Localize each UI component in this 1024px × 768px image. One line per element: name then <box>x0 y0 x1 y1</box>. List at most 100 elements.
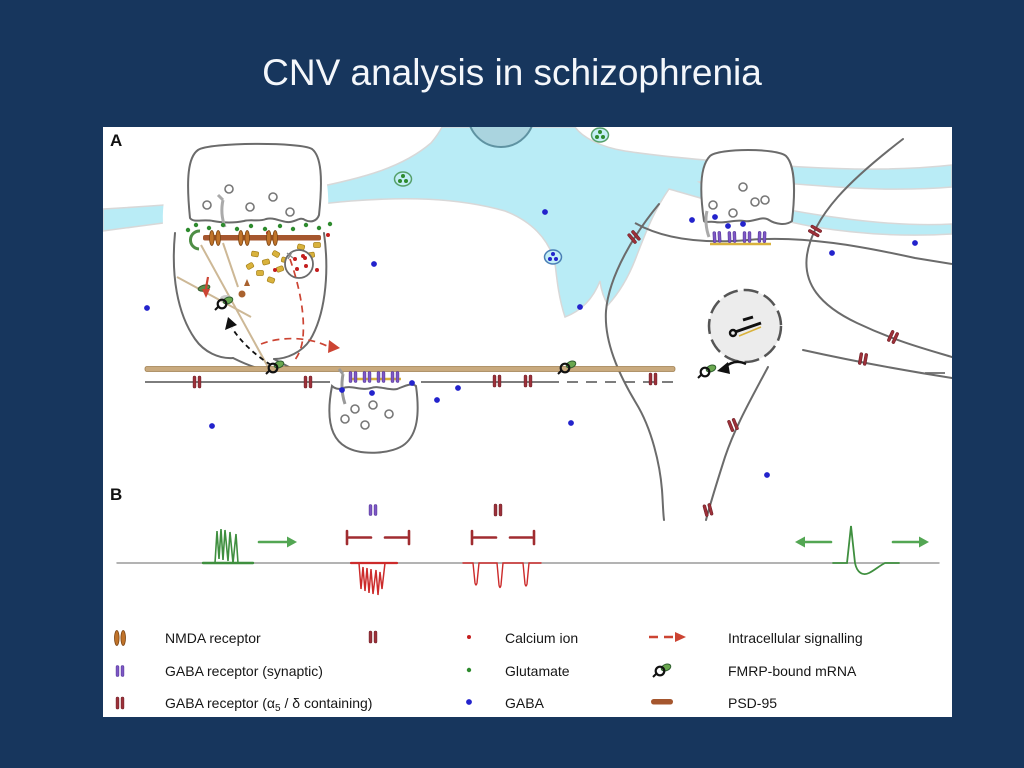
legend-label-psd95: PSD-95 <box>728 695 777 711</box>
mrna-transport-arrowhead <box>225 317 237 330</box>
synaptic-vesicle <box>202 200 212 210</box>
legend-label-gaba-a5d: GABA receptor (α5 / δ containing) <box>165 695 372 714</box>
dendrite-shaft <box>144 366 945 383</box>
gaba-dot <box>209 423 215 429</box>
gaba-dot <box>740 221 746 227</box>
psd-95-icon <box>651 699 673 705</box>
polyribosome-icon <box>734 315 762 334</box>
glutamate-dot <box>234 226 240 232</box>
gaba-dot <box>912 240 918 246</box>
glutamate-dot <box>466 667 472 673</box>
gliotransmitter-cluster-glutamate <box>393 171 413 187</box>
glutamate-dots <box>185 221 472 673</box>
endosome-mark <box>286 251 294 260</box>
psd-95-scaffold <box>203 235 321 241</box>
gaba-receptor-alpha5-delta-icon <box>493 503 503 517</box>
soma-circle <box>707 288 783 364</box>
gaba-receptor-alpha5-delta-icon <box>192 375 202 389</box>
fmrp-bound-mrna-icons <box>214 296 717 678</box>
ipsc-burst-red <box>350 562 398 596</box>
fmrp-bound-mrna-icon <box>557 360 577 375</box>
fmrp-bound-mrna-icon <box>697 364 717 379</box>
gaba-receptor-alpha5-delta-icon <box>627 230 641 244</box>
gaba-dot <box>542 209 548 215</box>
gaba-receptor-synaptic-icon <box>368 504 378 516</box>
scaffold-protein <box>266 276 276 284</box>
scaffold-protein <box>313 242 321 248</box>
scaffold-protein <box>271 250 281 258</box>
membrane-curves <box>604 138 953 521</box>
gaba-dot <box>339 387 345 393</box>
tonic-ipsc-red <box>462 562 542 589</box>
signal-molecule <box>238 290 246 298</box>
synaptic-vesicle <box>760 195 770 205</box>
legend-label-fmrp: FMRP-bound mRNA <box>728 663 857 679</box>
glutamate-dot <box>316 225 322 231</box>
gaba-dot <box>466 699 472 705</box>
gaba-receptor-alpha5-delta-icon <box>808 224 822 238</box>
gaba-receptor-synaptic-icon <box>727 231 737 243</box>
gaba-dot <box>829 250 835 256</box>
glutamate-dot <box>193 222 199 228</box>
gaba-dots <box>144 209 918 705</box>
intracellular-signalling-arrows <box>260 258 328 362</box>
calcium-dot <box>315 268 319 272</box>
nmda-receptor-icon <box>266 230 278 246</box>
glutamate-dot <box>277 223 283 229</box>
calcium-dot <box>467 635 471 639</box>
gaba-receptor-alpha5-delta-icon <box>368 630 378 644</box>
glutamate-dot <box>303 222 309 228</box>
synaptic-vesicle <box>384 409 394 419</box>
glutamate-dot <box>220 222 226 228</box>
gaba-receptor-alpha5-delta-icon <box>492 374 502 388</box>
nmda-receptor-icon <box>114 630 126 646</box>
adhesion-protein-right-icon <box>704 210 711 238</box>
slide-title: CNV analysis in schizophrenia <box>262 52 762 93</box>
gaba-dot <box>434 397 440 403</box>
gaba-receptor-synaptic-icon <box>376 371 386 383</box>
gliotransmitter-cluster-glutamate <box>590 127 610 143</box>
gaba-dot <box>689 217 695 223</box>
glutamate-dot <box>262 226 268 232</box>
gaba-dot <box>455 385 461 391</box>
fmrp-bound-mrna-icon <box>652 663 672 678</box>
synaptic-vesicle <box>340 414 350 424</box>
mrna-recruitment-arrowhead <box>717 362 730 374</box>
legend-label-calcium: Calcium ion <box>505 630 578 646</box>
glutamate-dot <box>327 221 333 227</box>
glutamate-dot <box>206 225 212 231</box>
gaba-dot <box>725 223 731 229</box>
synaptic-vesicle <box>224 184 234 194</box>
gaba-receptor-alpha5-delta-icon <box>702 503 714 517</box>
legend-label-nmda: NMDA receptor <box>165 630 261 646</box>
red-capped-arrows-2 <box>470 529 536 546</box>
calcium-dot <box>301 254 305 258</box>
scaffold-protein <box>256 270 264 276</box>
gaba-receptor-synaptic-icon <box>390 371 400 383</box>
gaba-receptor-alpha5-delta-icon <box>115 696 125 710</box>
calcium-dot <box>326 233 330 237</box>
spine-cytoskeleton <box>176 242 269 368</box>
spike-biphasic-green <box>832 525 900 576</box>
gaba-receptor-synaptic-icon <box>757 231 767 243</box>
synaptic-vesicle <box>708 200 718 210</box>
gaba-receptor-alpha5-delta-icon <box>887 330 899 344</box>
scaffold-protein <box>261 258 271 266</box>
legend-label-gaba: GABA <box>505 695 545 711</box>
nmda-receptor-icon <box>238 230 250 246</box>
synaptic-vesicle <box>728 208 738 218</box>
calcium-dot <box>293 257 297 261</box>
synaptic-vesicle <box>350 404 360 414</box>
scaffold-protein <box>245 262 255 270</box>
scaffold-protein <box>251 250 259 258</box>
gaba-receptors-alpha5-delta <box>115 224 899 710</box>
synaptic-vesicle <box>368 400 378 410</box>
gaba-receptor-synaptic-icon <box>362 371 372 383</box>
gaba-dot <box>568 420 574 426</box>
gaba-receptor-alpha5-delta-icon <box>303 375 313 389</box>
gaba-dot <box>764 472 770 478</box>
mrna-transport-arrow <box>231 327 272 366</box>
polyribosome-gold-line <box>738 326 762 337</box>
synaptic-vesicle <box>245 202 255 212</box>
calcium-arrowhead <box>202 289 210 298</box>
